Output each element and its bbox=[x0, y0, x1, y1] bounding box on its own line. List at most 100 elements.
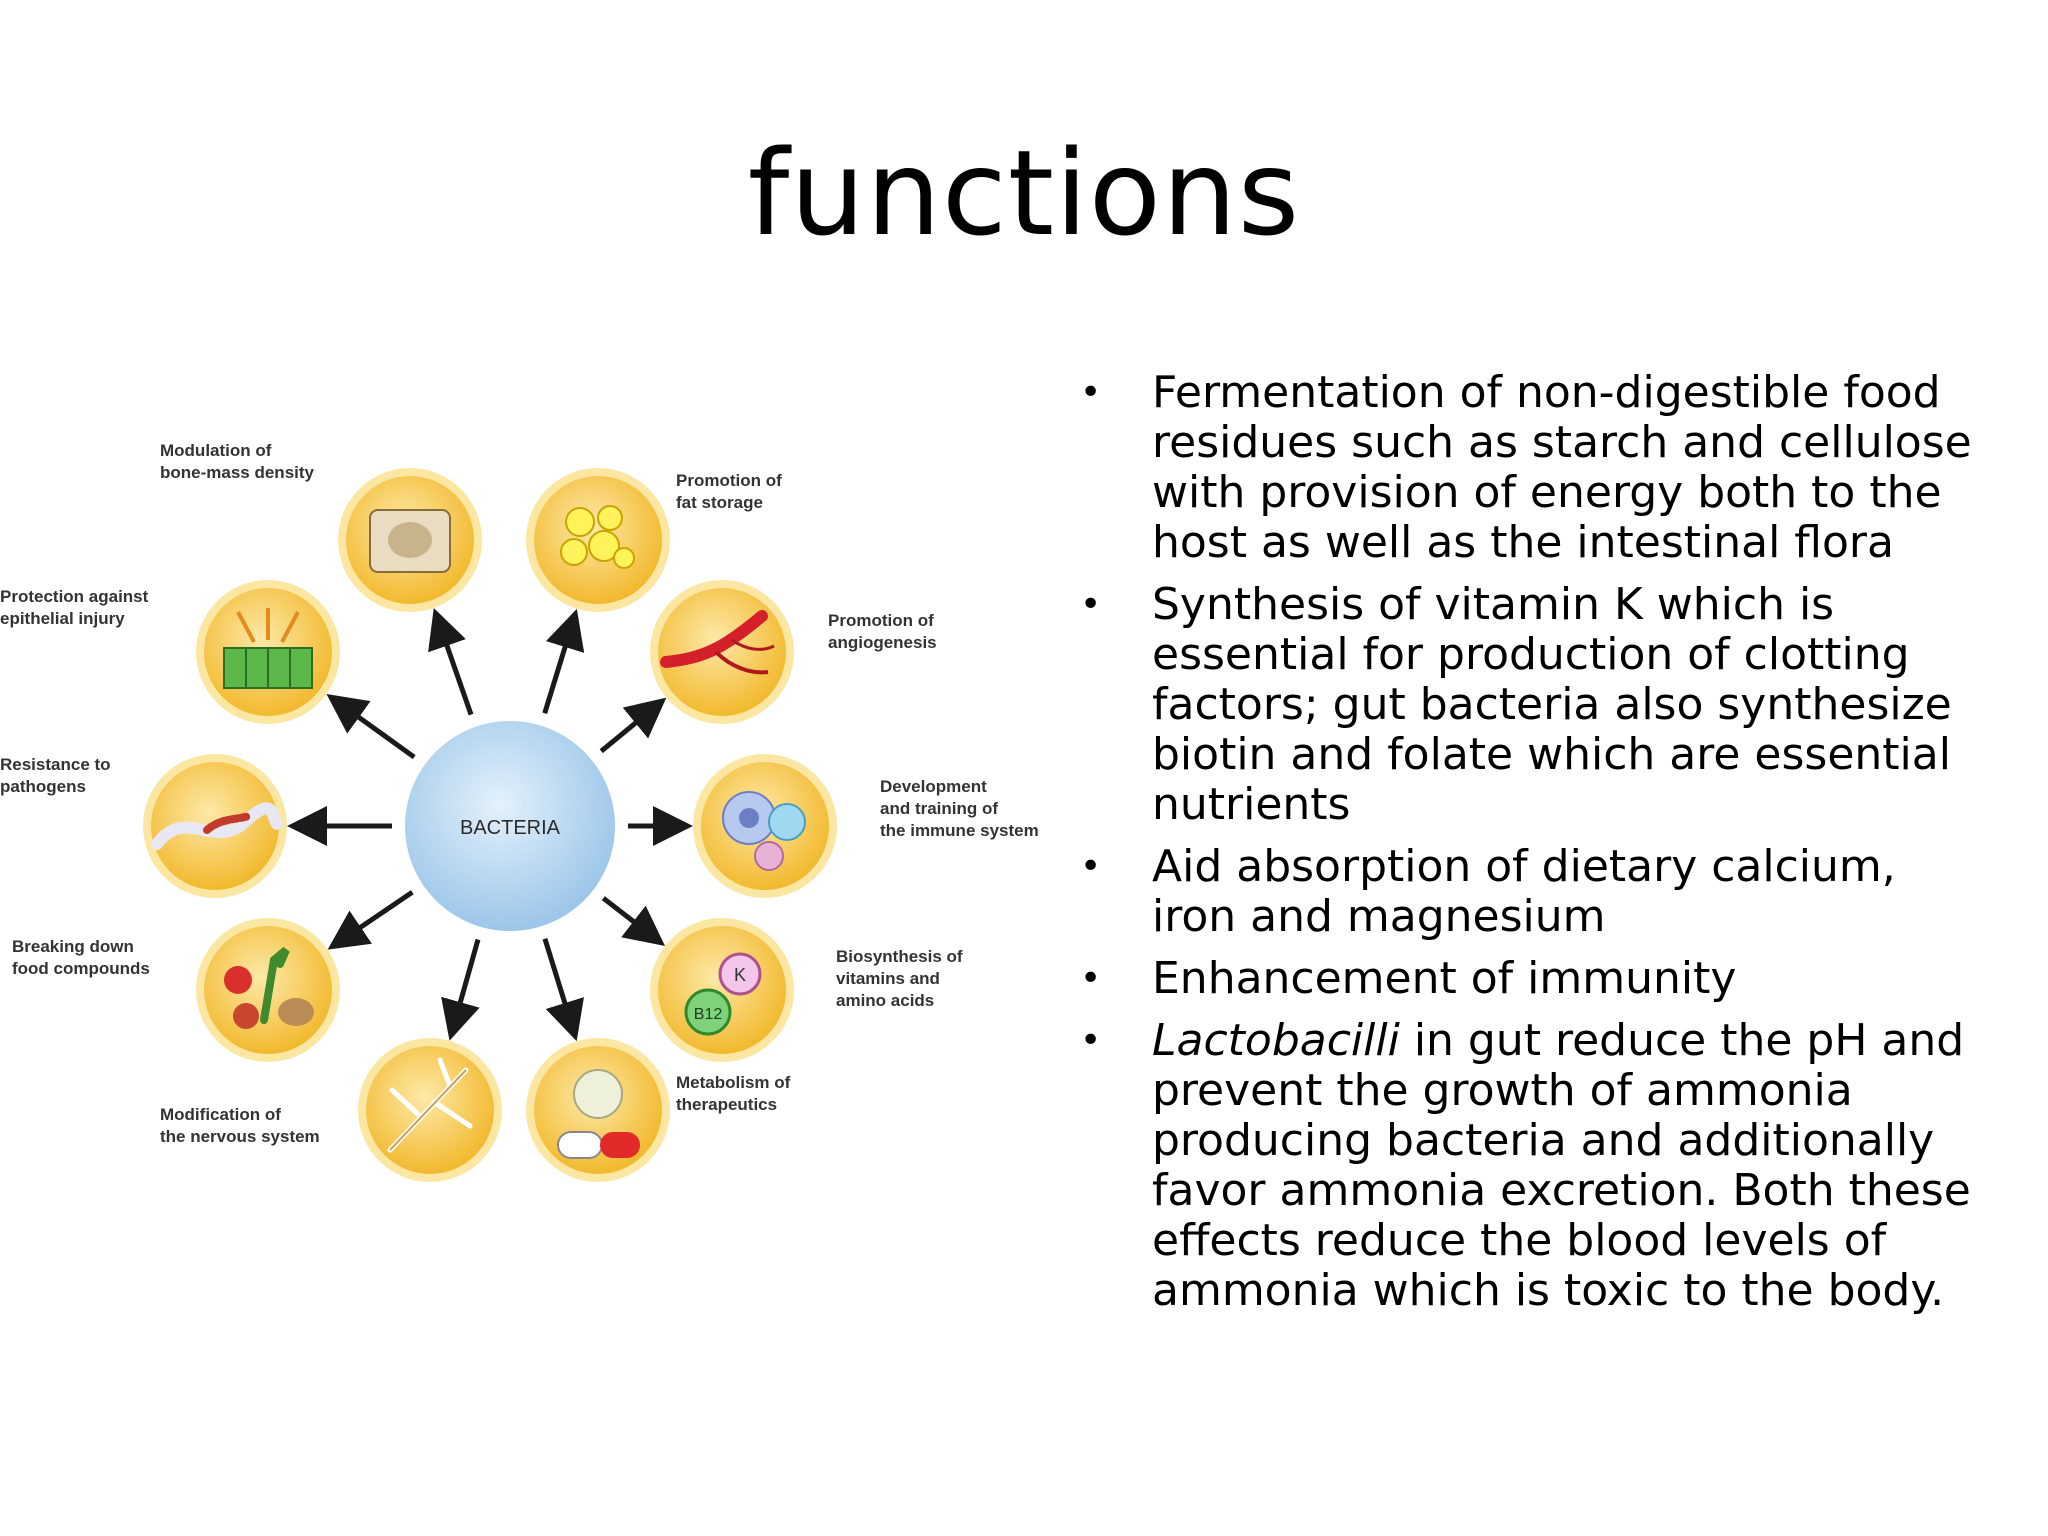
bullet-dot: • bbox=[1080, 372, 1102, 413]
center-label: BACTERIA bbox=[460, 817, 561, 839]
bullet-line: host as well as the intestinal flora bbox=[1152, 517, 1894, 568]
center-circle bbox=[405, 721, 615, 931]
fat-droplet bbox=[597, 505, 623, 531]
node-label-line: amino acids bbox=[836, 991, 934, 1010]
pill-tablet bbox=[573, 1069, 623, 1119]
bullet-line: prevent the growth of ammonia bbox=[1152, 1065, 1853, 1116]
fat-droplet bbox=[560, 538, 588, 566]
node-label-line: fat storage bbox=[676, 493, 763, 512]
bullet-italic-term: Lactobacilli bbox=[1152, 1015, 1400, 1066]
epithelial-strand bbox=[151, 802, 283, 850]
vitamin-k-badge bbox=[718, 952, 762, 996]
bullet-line: favor ammonia excretion. Both these bbox=[1152, 1165, 1971, 1216]
vessel-branch bbox=[714, 650, 769, 675]
arrow bbox=[428, 607, 474, 716]
node-label-line: Resistance to bbox=[0, 755, 111, 774]
bullet-item: • Enhancement of immunity bbox=[1080, 954, 1980, 1004]
bullet-line: with provision of energy both to the bbox=[1152, 467, 1942, 518]
node-label-line: vitamins and bbox=[836, 969, 940, 988]
epithelium-icon bbox=[196, 580, 340, 724]
node-label-line: Development bbox=[880, 777, 987, 796]
node-label-line: bone-mass density bbox=[160, 463, 315, 482]
bullet-dot: • bbox=[1080, 584, 1102, 625]
cell-nucleus bbox=[739, 808, 759, 828]
bullet-item: • Aid absorption of dietary calcium,iron … bbox=[1080, 842, 1980, 942]
bullet-dot: • bbox=[1080, 958, 1102, 999]
bullet-line: Synthesis of vitamin K which is bbox=[1152, 579, 1835, 630]
node-label-line: the immune system bbox=[880, 821, 1039, 840]
potato bbox=[278, 998, 314, 1026]
bullet-line: biotin and folate which are essential bbox=[1152, 729, 1951, 780]
fat-droplet bbox=[588, 530, 620, 562]
fat-droplet bbox=[613, 547, 635, 569]
arrow bbox=[441, 938, 481, 1041]
bullet-line: residues such as starch and cellulose bbox=[1152, 417, 1972, 468]
pathogen-icon bbox=[143, 754, 287, 898]
vessel-branch bbox=[731, 638, 775, 651]
node-label-line: Biosynthesis of bbox=[836, 947, 963, 966]
node-label-line: food compounds bbox=[12, 959, 150, 978]
bullet-line: producing bacteria and additionally bbox=[1152, 1115, 1935, 1166]
vessel-main bbox=[660, 610, 768, 668]
node-label-line: Metabolism of bbox=[676, 1073, 791, 1092]
node-label-line: Modification of bbox=[160, 1105, 281, 1124]
strawberry bbox=[233, 1003, 259, 1029]
node-circle bbox=[658, 926, 786, 1054]
vitamin-b12-badge bbox=[684, 988, 732, 1036]
arrow bbox=[601, 896, 666, 946]
bullet-line: iron and magnesium bbox=[1152, 891, 1606, 942]
fat-droplet bbox=[565, 507, 595, 537]
bullet-dot: • bbox=[1080, 1020, 1102, 1061]
bone-tissue-icon bbox=[338, 468, 482, 612]
vegetables-icon bbox=[196, 918, 340, 1062]
bullet-line: nutrients bbox=[1152, 779, 1351, 830]
arrow bbox=[542, 608, 585, 714]
bullet-line: Fermentation of non-digestible food bbox=[1152, 367, 1941, 418]
node-label-line: Promotion of bbox=[676, 471, 782, 490]
bullet-line: essential for production of clotting bbox=[1152, 629, 1910, 680]
arrow bbox=[326, 694, 416, 760]
node-label-line: Modulation of bbox=[160, 441, 272, 460]
arrow bbox=[542, 937, 584, 1042]
arrow-group bbox=[287, 607, 693, 1042]
node-label-line: therapeutics bbox=[676, 1095, 777, 1114]
bullet-line: factors; gut bacteria also synthesize bbox=[1152, 679, 1952, 730]
node-label-line: and training of bbox=[880, 799, 998, 818]
bullet-dot: • bbox=[1080, 846, 1102, 887]
bullet-line-rest: in gut reduce the pH and bbox=[1399, 1015, 1965, 1066]
bone-core bbox=[388, 522, 432, 558]
node-label-line: Breaking down bbox=[12, 937, 134, 956]
blood-vessel-icon bbox=[650, 580, 794, 724]
immune-cell bbox=[768, 803, 806, 841]
neuron-icon bbox=[358, 1038, 502, 1182]
node-label-line: angiogenesis bbox=[828, 633, 937, 652]
leek bbox=[260, 946, 290, 1024]
node-label-line: pathogens bbox=[0, 777, 86, 796]
neuron-axon bbox=[389, 1069, 467, 1151]
immune-cells-icon bbox=[693, 754, 837, 898]
node-label-line: the nervous system bbox=[160, 1127, 320, 1146]
tomato bbox=[224, 966, 252, 994]
bullet-line: Enhancement of immunity bbox=[1152, 953, 1737, 1004]
injury-bolts bbox=[236, 608, 300, 643]
pathogen-chain bbox=[203, 812, 253, 834]
bullet-line: Aid absorption of dietary calcium, bbox=[1152, 841, 1896, 892]
immune-cell bbox=[754, 841, 784, 871]
arrow bbox=[599, 697, 667, 754]
node-label-line: Promotion of bbox=[828, 611, 934, 630]
fat-droplets-icon bbox=[526, 468, 670, 612]
capsule-white-half bbox=[557, 1131, 603, 1159]
bullet-line: effects reduce the blood levels of bbox=[1152, 1215, 1887, 1266]
node-label-line: Protection against bbox=[0, 587, 149, 606]
vitamin-k-label: K bbox=[734, 965, 746, 985]
